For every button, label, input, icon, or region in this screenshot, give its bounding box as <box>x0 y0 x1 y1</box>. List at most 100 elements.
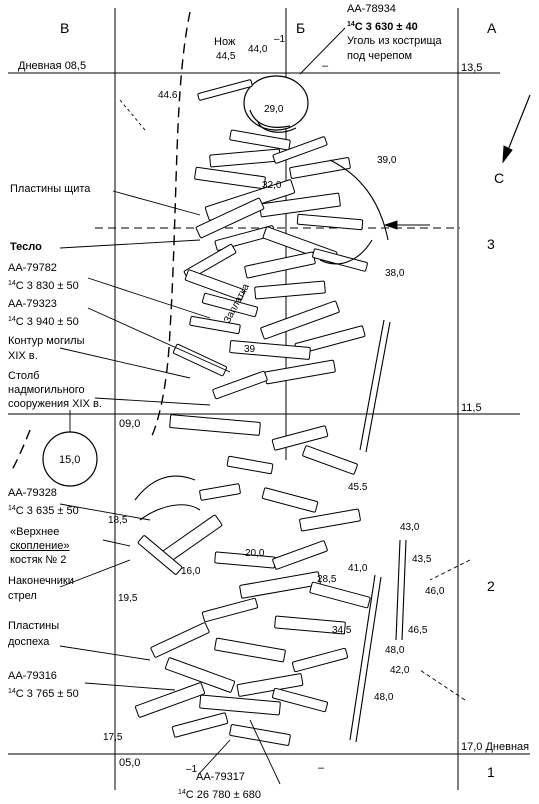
plate-42 <box>214 637 286 663</box>
elev-19-5: 19,5 <box>118 593 138 604</box>
knife-elevation-2: 44,0 <box>248 44 268 55</box>
plate-39 <box>201 597 259 623</box>
armor-plates-label-2: доспеха <box>8 636 50 648</box>
minus-mark-bottom: – <box>318 762 325 774</box>
elev-46-0: 46,0 <box>425 586 445 597</box>
plate-5 <box>194 166 266 190</box>
bone-long-2 <box>349 574 376 741</box>
arrow-right-upper <box>383 220 398 230</box>
minus-one-mark-bottom: –1 <box>186 764 198 775</box>
bone-arc-1 <box>329 159 389 241</box>
north-arrow-head <box>502 145 513 164</box>
sample-79323-id: АА-79323 <box>8 298 57 310</box>
elev-32-0: 32,0 <box>262 180 282 191</box>
plate-45 <box>236 673 304 697</box>
plate-36 <box>137 535 183 575</box>
plate-22 <box>229 340 311 360</box>
elev-44-6: 44.6 <box>158 90 178 101</box>
plate-44 <box>164 657 236 693</box>
bone-arc-3 <box>134 475 196 501</box>
plate-20 <box>189 315 241 335</box>
datum-top-right: 13,5 <box>461 62 483 74</box>
sample-79782-id: АА-79782 <box>8 262 57 274</box>
elev-38-0: 38,0 <box>385 268 405 279</box>
grid-col-left-label: В <box>60 20 70 36</box>
sample-79328-id: АА-79328 <box>8 487 57 499</box>
bone-long-1 <box>359 319 385 451</box>
datum-mid-right: 11,5 <box>461 402 482 414</box>
bone-long-2b <box>355 576 382 743</box>
sample-79316-id: АА-79316 <box>8 670 57 682</box>
datum-top-left: Дневная 08,5 <box>18 60 87 72</box>
plate-40 <box>274 615 346 635</box>
north-arrow-shaft <box>505 94 531 156</box>
sample-78934-note-1: Уголь из кострища <box>347 35 442 47</box>
plate-27 <box>271 425 329 451</box>
plate-2 <box>229 129 291 151</box>
elev-18-5: 18,5 <box>108 515 128 526</box>
upper-cluster-label-2: скопление» <box>10 540 70 552</box>
elev-16-0: 16,0 <box>181 566 201 577</box>
plate-17 <box>254 280 326 300</box>
elev-43-5: 43,5 <box>412 554 432 565</box>
grave-contour-label-2: XIX в. <box>8 350 38 362</box>
sample-79317-id: АА-79317 <box>196 771 245 783</box>
arrowheads-label-1: Наконечники <box>8 575 74 587</box>
plate-48 <box>271 687 329 713</box>
elev-29-0: 29,0 <box>264 104 284 115</box>
post-label-1: Столб <box>8 370 40 382</box>
sample-79317-age: 14С 26 780 ± 680 <box>178 789 261 801</box>
elev-46-5: 46,5 <box>408 625 428 636</box>
plate-24 <box>264 359 336 385</box>
plate-50 <box>229 724 291 746</box>
grid-row-3-label: 3 <box>487 236 495 252</box>
north-label: С <box>494 170 505 186</box>
plate-9 <box>195 197 265 239</box>
plate-4 <box>272 136 328 164</box>
post-label-3: сооружения XIX в. <box>8 398 102 410</box>
plate-37 <box>239 571 321 599</box>
skull <box>243 75 309 131</box>
elev-43-0: 43,0 <box>400 522 420 533</box>
elev-39-0: 39,0 <box>377 155 397 166</box>
plate-41 <box>150 622 210 658</box>
grid-row-2-label: 2 <box>487 578 495 594</box>
plate-26 <box>169 414 261 436</box>
bone-arc-2 <box>319 239 373 265</box>
minus-one-mark-top: –1 <box>274 34 286 45</box>
plate-29 <box>302 445 358 475</box>
elev-39: 39 <box>244 344 256 355</box>
arrowheads-label-2: стрел <box>8 590 37 602</box>
post-label-2: надмогильного <box>8 384 85 396</box>
plate-23 <box>172 343 228 377</box>
grave-contour-xix-lower <box>11 429 31 471</box>
datum-mid-left: 09,0 <box>119 418 141 430</box>
elev-42-0: 42,0 <box>390 665 410 676</box>
bone-long-3 <box>395 539 401 641</box>
post-circle-value: 15,0 <box>59 454 81 466</box>
sample-78934-age: 14С 3 630 ± 40 <box>347 21 418 33</box>
plate-10 <box>296 213 364 231</box>
plate-49 <box>171 712 229 738</box>
elev-34-5: 34,5 <box>332 625 352 636</box>
elev-20-0: 20,0 <box>245 548 265 559</box>
plate-46 <box>134 682 206 718</box>
bone-long-1b <box>365 321 391 453</box>
plate-group <box>134 79 371 746</box>
elev-28-5: 28,5 <box>317 574 337 585</box>
plate-25 <box>212 370 268 400</box>
plate-6 <box>289 157 351 179</box>
plate-14 <box>244 251 316 279</box>
sample-78934-id: АА-78934 <box>347 3 396 15</box>
sample-79782-age: 14С 3 830 ± 50 <box>8 280 79 292</box>
grid-row-1-label: 1 <box>487 764 495 780</box>
elev-48-0-b: 48,0 <box>374 692 394 703</box>
knife-elevation-1: 44,5 <box>216 51 236 62</box>
datum-bottom-left: 05,0 <box>119 757 141 769</box>
elev-41-0: 41,0 <box>348 563 368 574</box>
datum-bottom-right: 17,0 Дневная <box>461 741 530 753</box>
plate-35 <box>272 540 328 570</box>
plate-3 <box>209 148 281 168</box>
plate-30 <box>199 483 241 501</box>
